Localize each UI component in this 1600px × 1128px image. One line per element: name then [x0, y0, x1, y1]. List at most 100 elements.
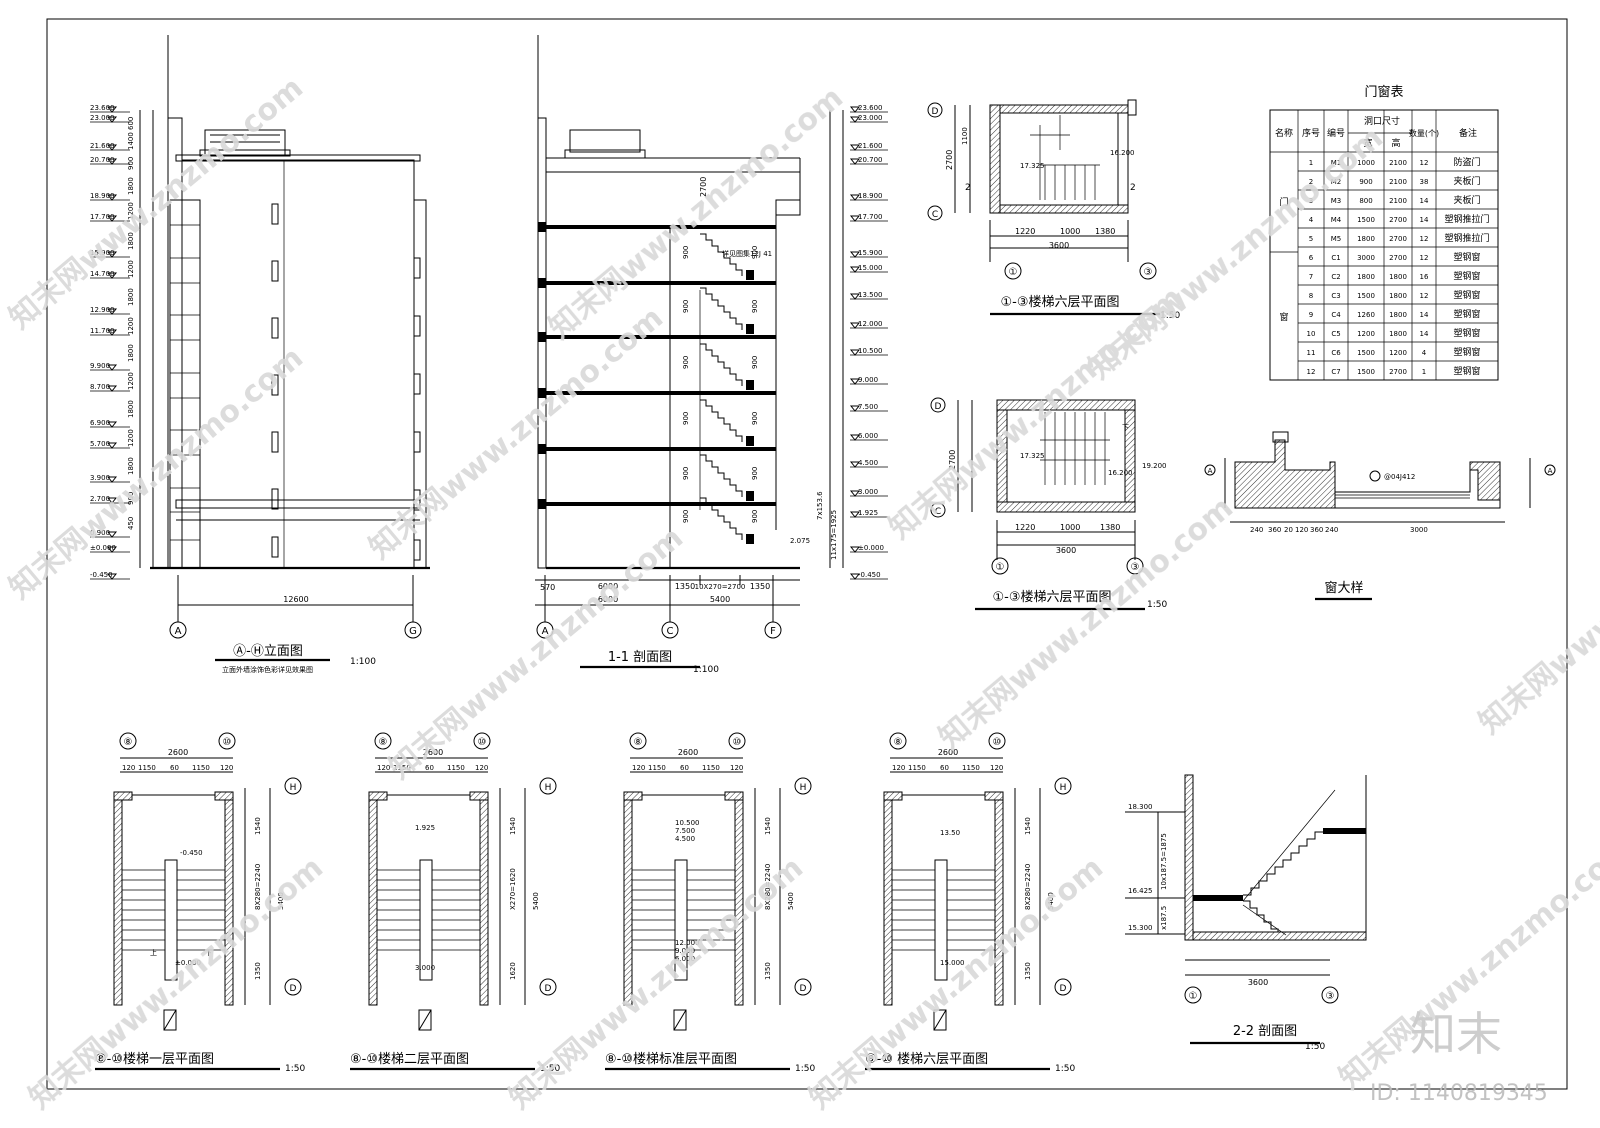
- s6a-dim-3: 1380: [1095, 227, 1115, 236]
- wm-1: 知末网www.znzmo.com: [3, 70, 310, 336]
- sec-level-mark-1: [849, 116, 861, 123]
- tbl-cell-0-0: 1: [1309, 159, 1313, 167]
- sp-dim-3-4: 120: [990, 764, 1003, 772]
- sp-wall-r-3: [994, 799, 1004, 1006]
- window-detail: 240 360 20 120 360 240 3000 @04J412 A A …: [1204, 431, 1556, 601]
- tbl-cell-6-5: 塑钢窗: [1453, 270, 1480, 282]
- sec-slab-end-2: [538, 332, 546, 342]
- tbl-cell-8-4: 14: [1420, 311, 1429, 319]
- wd-dim-5: 360: [1310, 526, 1323, 534]
- tbl-cell-5-0: 6: [1309, 254, 1314, 262]
- sec-stair-note: 7x153.6: [816, 491, 824, 520]
- elev-dim-7: 1800: [127, 288, 135, 306]
- s6b-scale: 1:50: [1147, 600, 1167, 610]
- sp-axis-circle-l-3: [889, 732, 907, 750]
- elev-level-mark-5: [106, 215, 118, 222]
- stair-plan-6a: 17.325 16.200 2 2 1220 1000 1380 3600 ① …: [927, 99, 1180, 321]
- elev-level-0: 23.600: [90, 104, 115, 112]
- sp-axis-d-0: D: [290, 984, 297, 994]
- tbl-cell-8-5: 塑钢窗: [1453, 308, 1480, 320]
- sec-level-mark-2: [849, 144, 861, 151]
- sp-level-0-1: ±0.000: [175, 959, 201, 967]
- sec-level-3: 20.700: [858, 156, 883, 164]
- sec-flight-h2-3: 900: [751, 412, 759, 425]
- table-title: 门窗表: [1364, 84, 1403, 100]
- tbl-cell-9-4: 14: [1420, 330, 1429, 338]
- s22-vdim-3: x187.5: [1160, 906, 1168, 930]
- sp-title-0: ⑧-⑩楼梯一层平面图: [95, 1052, 214, 1067]
- sp-title-2: ⑧-⑩楼梯标准层平面图: [605, 1052, 737, 1067]
- sp-width-2: 2600: [678, 748, 698, 757]
- elevation-note: 立面外墙涂饰色彩详见效果图: [222, 665, 313, 674]
- elev-level-mark-9: [106, 329, 118, 336]
- elev-level-13: 5.700: [90, 440, 110, 448]
- sec-flight-h2-5: 900: [751, 510, 759, 523]
- elev-level-8: 12.900: [90, 306, 115, 314]
- group-window: 窗: [1279, 311, 1288, 323]
- sec-landing-0: [746, 270, 754, 280]
- sp-post-2: [673, 1009, 687, 1031]
- tbl-cell-1-3: 2100: [1389, 178, 1407, 186]
- sp-title-3: ⑧-⑩ 楼梯六层平面图: [865, 1052, 988, 1067]
- tbl-cell-3-3: 2700: [1389, 216, 1407, 224]
- sec-flight-h2-4: 900: [751, 467, 759, 480]
- tbl-cell-5-3: 2700: [1389, 254, 1407, 262]
- tbl-cell-2-2: 800: [1359, 197, 1372, 205]
- tbl-cell-1-2: 900: [1359, 178, 1372, 186]
- elev-level-14: 3.900: [90, 474, 110, 482]
- sec-slab-1: [546, 281, 776, 285]
- sp-scale-1: 1:50: [540, 1064, 560, 1074]
- sec-axis-a: A: [542, 626, 549, 637]
- sec-dim-7: 5400: [710, 595, 730, 604]
- sp-dim-0-1: 1150: [138, 764, 156, 772]
- tbl-cell-7-1: C3: [1331, 292, 1340, 300]
- sp-post-0: [163, 1009, 177, 1031]
- sp-level-2-2: 4.500: [675, 835, 695, 843]
- sec-level-mark-17: [849, 546, 861, 553]
- elev-level-12: 6.900: [90, 419, 110, 427]
- sp-dim-2-4: 120: [730, 764, 743, 772]
- elev-level-mark-10: [106, 364, 118, 371]
- tbl-cell-0-2: 1000: [1357, 159, 1375, 167]
- sp-axis-circle-l-2: [629, 732, 647, 750]
- sp-vdim-3-2: 1350: [1024, 962, 1032, 980]
- sec-flight-0: [700, 233, 743, 276]
- tbl-cell-0-1: M1: [1331, 159, 1342, 167]
- elev-level-mark-18: [106, 573, 118, 580]
- tbl-cell-11-0: 12: [1307, 368, 1316, 376]
- tbl-cell-7-3: 1800: [1389, 292, 1407, 300]
- sp-vdim-0-1: 8X280=2240: [254, 864, 262, 910]
- s6a-cut-r: 2: [1130, 183, 1136, 193]
- tbl-cell-7-2: 1500: [1357, 292, 1375, 300]
- tbl-cell-1-4: 38: [1420, 178, 1429, 186]
- sp-width-0: 2600: [168, 748, 188, 757]
- sp-axis-circle-l-1: [374, 732, 392, 750]
- s6a-level-1: 17.325: [1020, 162, 1045, 170]
- sp-vdim-2-0: 1540: [764, 817, 772, 835]
- wd-dim-1: 240: [1250, 526, 1263, 534]
- sec-level-mark-14: [849, 461, 861, 468]
- tbl-cell-3-4: 14: [1420, 216, 1429, 224]
- sp-vdim-1-0: 1540: [509, 817, 517, 835]
- sec-level-mark-18: [849, 573, 861, 580]
- elev-dim-5: 1800: [127, 232, 135, 250]
- sec-dim-5: 1350: [750, 582, 770, 591]
- elev-level-mark-0: [106, 106, 118, 113]
- sp-axis-d-circle-0: [284, 978, 302, 996]
- sp-vdim-0-0: 1540: [254, 817, 262, 835]
- sp-cap-r-2: [724, 791, 744, 801]
- wm-4: 知末网www.znzmo.com: [3, 340, 310, 606]
- sec-level-mark-4: [849, 194, 861, 201]
- sec-level-13: 6.000: [858, 432, 878, 440]
- sp-width-3: 2600: [938, 748, 958, 757]
- doc-id: ID: 1140819345: [1370, 1081, 1548, 1106]
- elev-level-mark-17: [106, 546, 118, 553]
- elev-level-mark-6: [106, 251, 118, 258]
- s6b-level-1: 17.325: [1020, 452, 1045, 460]
- tbl-cell-10-4: 4: [1422, 349, 1427, 357]
